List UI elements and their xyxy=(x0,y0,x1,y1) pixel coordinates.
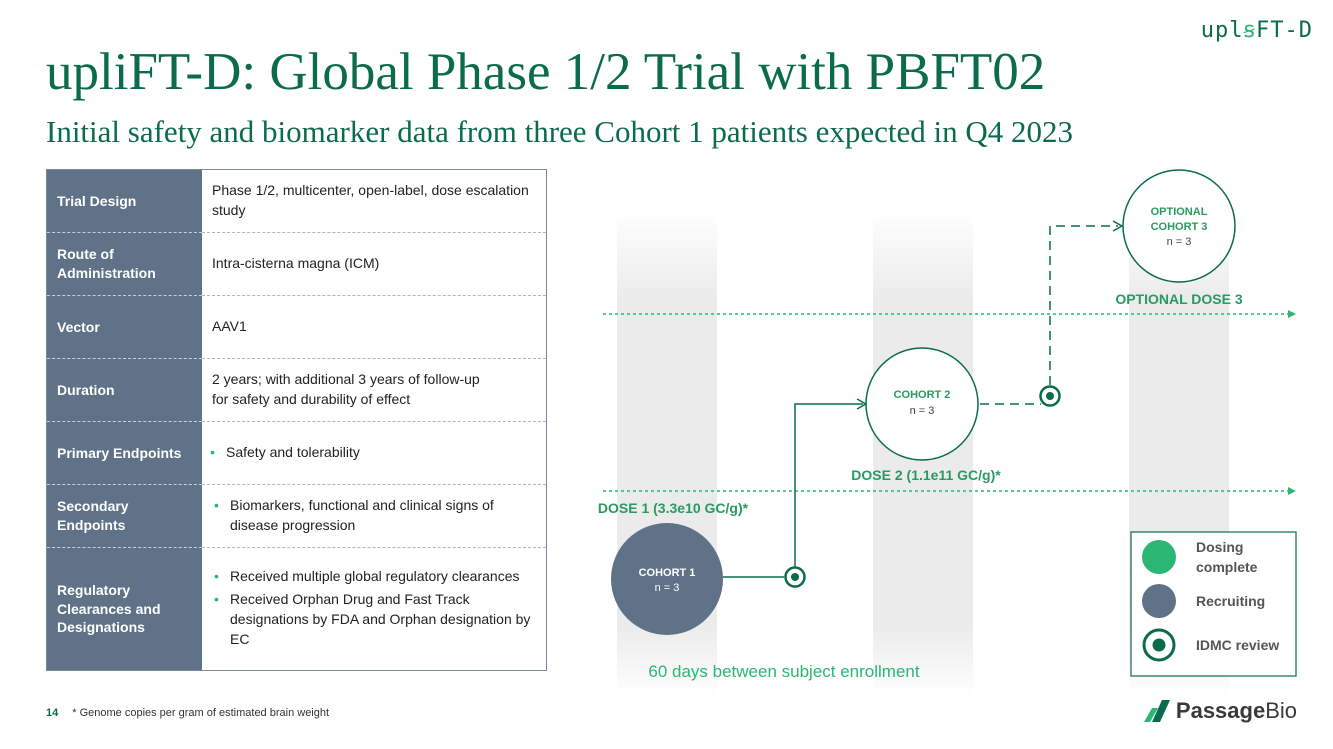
logo-text-pre: upl xyxy=(1200,18,1244,43)
row-label-primary: Primary Endpoints xyxy=(46,421,202,485)
row-value-secondary: Biomarkers, functional and clinical sign… xyxy=(202,484,547,548)
cohort-3-name-line1: OPTIONAL xyxy=(1151,206,1208,218)
passage-bio-logo: PassageBio xyxy=(1143,698,1297,724)
idmc-review-icon xyxy=(784,566,806,588)
row-value-primary: Safety and tolerability xyxy=(202,421,547,485)
recruiting-icon xyxy=(1142,584,1176,618)
duration-line-2: for safety and durability of effect xyxy=(212,391,411,407)
cohort-2-name: COHORT 2 xyxy=(894,389,951,401)
page-number: 14 xyxy=(46,707,59,719)
passage-bio-mark-icon xyxy=(1143,700,1170,722)
arrowhead-cohort3 xyxy=(1112,220,1124,232)
enrollment-note: 60 days between subject enrollment xyxy=(648,662,919,681)
legend-recruiting: Recruiting xyxy=(1196,593,1265,609)
table-row: Primary Endpoints Safety and tolerabilit… xyxy=(46,421,547,485)
row-value-regulatory: Received multiple global regulatory clea… xyxy=(202,548,547,671)
cohort-2-n: n = 3 xyxy=(910,405,935,417)
trial-design-table: Trial Design Phase 1/2, multicenter, ope… xyxy=(46,169,547,671)
idmc-review-icon xyxy=(1039,385,1061,407)
list-item: Biomarkers, functional and clinical sign… xyxy=(214,496,536,535)
page-title: upliFT-D: Global Phase 1/2 Trial with PB… xyxy=(46,43,1046,101)
row-value-vector: AAV1 xyxy=(202,295,547,359)
cohort-1-name: COHORT 1 xyxy=(639,567,696,579)
list-item: Safety and tolerability xyxy=(210,443,536,463)
cohort-3-name-line2: COHORT 3 xyxy=(1151,221,1208,233)
connector-review-cohort2 xyxy=(794,403,863,567)
page-subtitle: Initial safety and biomarker data from t… xyxy=(46,114,1073,149)
uplift-d-logo: uplꞩFT-D xyxy=(1201,18,1313,43)
row-label-duration: Duration xyxy=(46,358,202,422)
footnote: 14 * Genome copies per gram of estimated … xyxy=(46,707,329,719)
dose-3-label: OPTIONAL DOSE 3 xyxy=(1115,291,1243,307)
legend: Dosing complete Recruiting IDMC review xyxy=(1130,531,1297,677)
row-value-duration: 2 years; with additional 3 years of foll… xyxy=(202,358,547,422)
dose-2-label: DOSE 2 (1.1e11 GC/g)* xyxy=(851,467,1001,483)
row-label-secondary: Secondary Endpoints xyxy=(46,484,202,548)
dose-3-arrowhead xyxy=(1288,310,1296,318)
table-row: Vector AAV1 xyxy=(46,295,547,359)
cohort-3-node: OPTIONAL COHORT 3 n = 3 xyxy=(1122,169,1236,283)
table-row: Route of Administration Intra-cisterna m… xyxy=(46,232,547,296)
cohort-2-node: COHORT 2 n = 3 xyxy=(865,347,979,461)
idmc-review-legend-icon xyxy=(1142,628,1176,662)
legend-dosing-line1: Dosing xyxy=(1196,539,1243,555)
connector-review-cohort3 xyxy=(1049,225,1118,385)
dose-2-arrowhead xyxy=(1288,487,1296,495)
row-value-route: Intra-cisterna magna (ICM) xyxy=(202,232,547,296)
dna-helix-icon: ꞩ xyxy=(1243,18,1257,43)
table-row: Secondary Endpoints Biomarkers, function… xyxy=(46,484,547,548)
cohort-1-n: n = 3 xyxy=(655,582,680,594)
row-label-regulatory: Regulatory Clearances and Designations xyxy=(46,547,202,671)
brand-bold: Passage xyxy=(1175,698,1266,723)
duration-line-1: 2 years; with additional 3 years of foll… xyxy=(212,371,480,388)
logo-text-post: FT-D xyxy=(1256,18,1313,43)
table-row: Trial Design Phase 1/2, multicenter, ope… xyxy=(46,169,547,233)
brand-regular: Bio xyxy=(1265,698,1297,723)
list-item: Received Orphan Drug and Fast Track desi… xyxy=(214,590,536,649)
row-label-vector: Vector xyxy=(46,295,202,359)
cohort-3-n: n = 3 xyxy=(1167,236,1192,248)
table-row: Duration 2 years; with additional 3 year… xyxy=(46,358,547,422)
dose-1-label: DOSE 1 (3.3e10 GC/g)* xyxy=(598,500,749,516)
row-label-route: Route of Administration xyxy=(46,232,202,296)
table-row: Regulatory Clearances and Designations R… xyxy=(46,547,547,671)
row-value-trial-design: Phase 1/2, multicenter, open-label, dose… xyxy=(202,169,547,233)
dosing-complete-icon xyxy=(1142,540,1176,574)
cohort-1-node: COHORT 1 n = 3 xyxy=(611,523,723,635)
row-label-trial-design: Trial Design xyxy=(46,169,202,233)
list-item: Received multiple global regulatory clea… xyxy=(214,567,536,587)
footnote-text: * Genome copies per gram of estimated br… xyxy=(72,707,330,719)
legend-dosing-line2: complete xyxy=(1196,559,1258,575)
legend-idmc: IDMC review xyxy=(1196,637,1279,653)
